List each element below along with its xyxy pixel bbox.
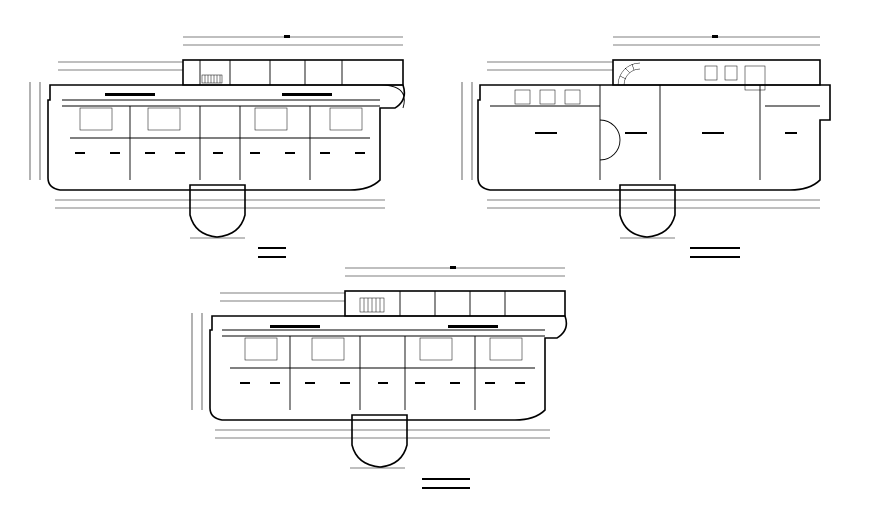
dimension-chain-left bbox=[191, 313, 203, 410]
room-partitions bbox=[230, 336, 535, 410]
bathroom-units bbox=[244, 337, 523, 361]
room-partitions bbox=[70, 106, 370, 180]
entrance-portico bbox=[189, 184, 246, 238]
service-block bbox=[612, 59, 821, 86]
dimension-chain-bottom bbox=[487, 199, 820, 239]
dimension-chain-top bbox=[220, 266, 565, 302]
dimension-chain-left bbox=[29, 82, 41, 180]
curved-bay bbox=[379, 84, 405, 109]
spiral-stair bbox=[617, 62, 641, 86]
entrance-portico bbox=[619, 184, 676, 238]
scale-bar bbox=[422, 487, 470, 489]
dimension-chain-bottom bbox=[55, 199, 385, 239]
building-outline bbox=[47, 84, 406, 191]
dimension-chain-top bbox=[58, 35, 403, 71]
stair-symbol bbox=[201, 74, 223, 84]
room-partitions bbox=[490, 85, 820, 180]
plan-title-bar bbox=[422, 478, 470, 480]
room-tags bbox=[75, 152, 365, 154]
entrance-portico bbox=[351, 414, 408, 468]
service-block bbox=[182, 59, 404, 86]
stair-symbol bbox=[359, 297, 385, 313]
plan-ground-floor bbox=[29, 35, 406, 258]
plan-title-bar bbox=[258, 247, 286, 249]
building-outline bbox=[477, 84, 831, 191]
dimension-chain-top bbox=[487, 35, 820, 71]
scale-bar bbox=[258, 256, 286, 258]
plan-first-floor bbox=[461, 35, 831, 258]
plan-typical-floor bbox=[191, 266, 568, 489]
room-tags bbox=[240, 382, 525, 384]
room-tags bbox=[535, 132, 797, 134]
curved-feature bbox=[599, 119, 621, 161]
plan-title-bar bbox=[690, 247, 740, 249]
building-outline bbox=[209, 315, 568, 421]
dimension-chain-bottom bbox=[215, 429, 550, 469]
bathroom-units bbox=[514, 65, 766, 105]
bathroom-units bbox=[79, 107, 363, 131]
dimension-chain-left bbox=[461, 82, 473, 180]
scale-bar bbox=[690, 256, 740, 258]
